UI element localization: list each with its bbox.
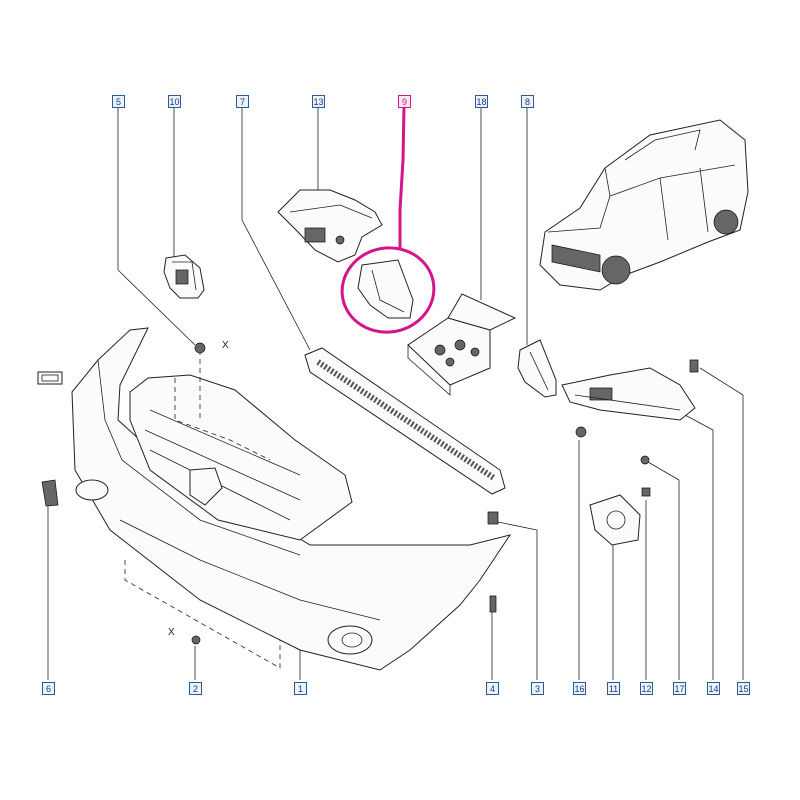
callout-13[interactable]: 13 (312, 95, 325, 108)
callout-6[interactable]: 6 (42, 682, 55, 695)
clip-kit-box (407, 293, 517, 396)
fog-lamp-bracket-part (589, 494, 641, 546)
callout-11[interactable]: 11 (607, 682, 620, 695)
leader-lines (47, 108, 744, 680)
fasteners (41, 342, 699, 645)
callout-3[interactable]: 3 (531, 682, 544, 695)
lower-grille-part (304, 347, 506, 495)
bracket-part (163, 254, 205, 299)
callout-5[interactable]: 5 (112, 95, 125, 108)
callout-2[interactable]: 2 (189, 682, 202, 695)
corner-bracket-part (517, 339, 557, 398)
axis-mark-lower: X (168, 627, 175, 638)
callout-1[interactable]: 1 (294, 682, 307, 695)
axis-mark-upper: X (222, 340, 229, 351)
callout-7[interactable]: 7 (236, 95, 249, 108)
callout-10-top[interactable]: 10 (168, 95, 181, 108)
vehicle-illustration (539, 119, 749, 291)
callout-15[interactable]: 15 (737, 682, 750, 695)
callout-14[interactable]: 14 (707, 682, 720, 695)
callout-18[interactable]: 18 (475, 95, 488, 108)
callout-8[interactable]: 8 (521, 95, 534, 108)
radiator-grille-part (129, 374, 353, 541)
callout-17[interactable]: 17 (673, 682, 686, 695)
side-undertray-part (561, 367, 696, 421)
callout-12[interactable]: 12 (640, 682, 653, 695)
front-bumper-part (71, 327, 512, 671)
highlight-marker (340, 106, 436, 334)
upper-deflector-part (277, 189, 383, 263)
callout-9[interactable]: 9 (398, 95, 411, 108)
side-deflector-part (357, 259, 414, 319)
license-plate-clip (37, 371, 63, 385)
callout-4[interactable]: 4 (486, 682, 499, 695)
assembly-guides (124, 350, 281, 669)
callout-16[interactable]: 16 (573, 682, 586, 695)
